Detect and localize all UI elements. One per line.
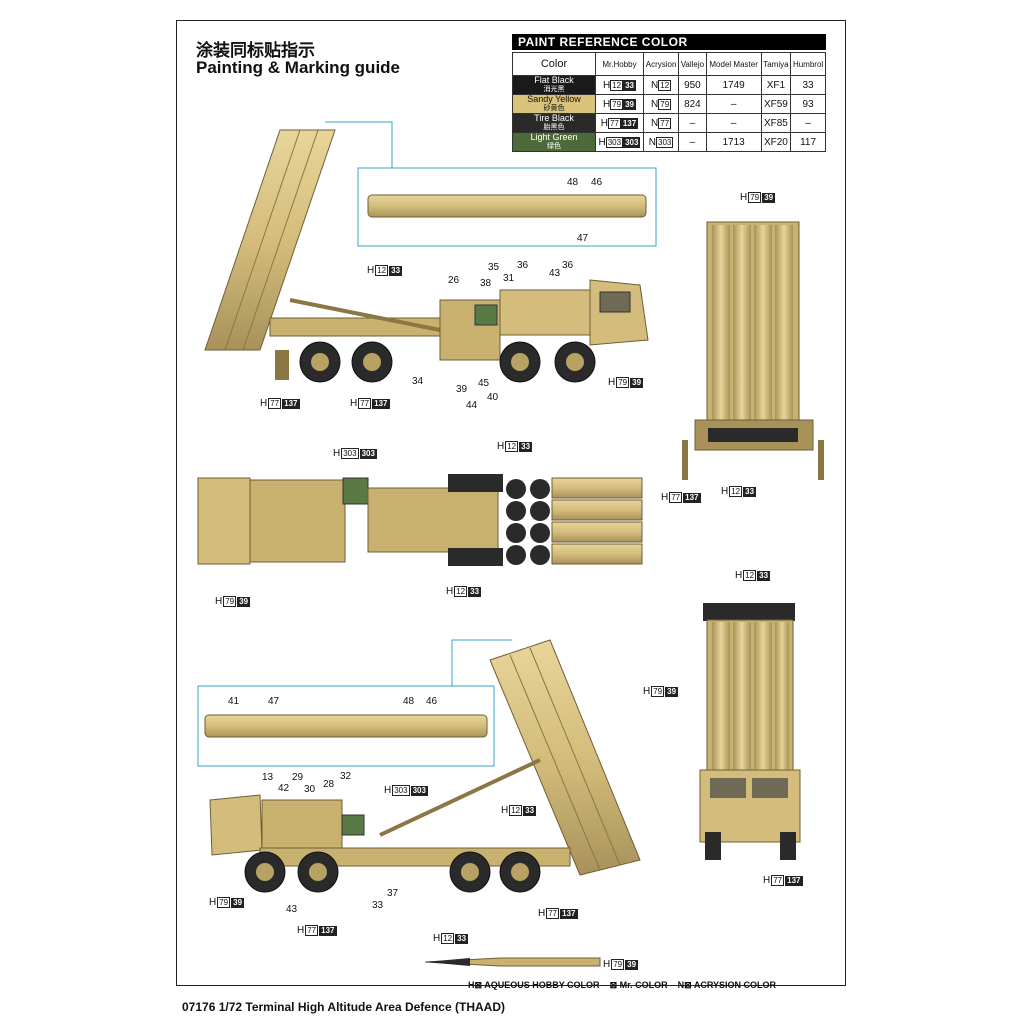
col-header: Model Master	[705, 52, 762, 76]
plan-view	[197, 474, 643, 566]
callout-number: 36	[562, 260, 574, 271]
vallejo-cell: 824	[678, 94, 707, 114]
callout-number: 44	[466, 400, 478, 411]
rear-view-top	[682, 221, 824, 480]
callout-number: 43	[286, 904, 298, 915]
callout-number: 33	[372, 900, 384, 911]
callout-number: 48	[403, 696, 415, 707]
callout-number: 28	[323, 779, 335, 790]
front-view-bottom	[699, 603, 801, 860]
tamiya-cell: XF20	[760, 132, 792, 152]
page-frame	[176, 20, 846, 986]
callout-number: 36	[517, 260, 529, 271]
callout-number: 34	[412, 376, 424, 387]
humbrol-cell: 117	[790, 132, 826, 152]
callout-number: 43	[549, 268, 561, 279]
callout-number: 42	[278, 783, 290, 794]
callout-number: 26	[448, 275, 460, 286]
callout-number: 29	[292, 772, 304, 783]
footer-title: 07176 1/72 Terminal High Altitude Area D…	[182, 1000, 505, 1014]
col-header: Humbrol	[790, 52, 826, 76]
missile-illustration	[424, 957, 601, 967]
paint-reference-table: Color Mr.Hobby Acrysion Vallejo Model Ma…	[512, 52, 826, 152]
detail-box-top	[357, 167, 657, 247]
callout-number: 47	[268, 696, 280, 707]
callout-number: 45	[478, 378, 490, 389]
missile-tube-detail	[204, 714, 488, 738]
callout-number: 39	[456, 384, 468, 395]
paint-reference-heading: PAINT REFERENCE COLOR	[512, 34, 826, 50]
callout-number: 46	[591, 177, 603, 188]
callout-number: 13	[262, 772, 274, 783]
callout-number: 37	[387, 888, 399, 899]
callout-number: 30	[304, 784, 316, 795]
callout-number: 32	[340, 771, 352, 782]
callout-number: 38	[480, 278, 492, 289]
legend-mr-color: ⊠ Mr. COLOR	[609, 980, 668, 990]
detail-box-bottom	[197, 685, 495, 767]
page-title: Painting & Marking guide	[196, 58, 401, 77]
callout-number: 46	[426, 696, 438, 707]
page-title-cn: 涂装同标贴指示	[196, 41, 315, 60]
callout-number: 35	[488, 262, 500, 273]
callout-number: 31	[503, 273, 515, 284]
color-legend: H⊠ AQUEOUS HOBBY COLOR ⊠ Mr. COLOR N⊠ AC…	[468, 980, 776, 991]
callout-number: 48	[567, 177, 579, 188]
side-view-bottom	[209, 639, 641, 893]
side-view-top	[204, 129, 649, 383]
callout-number: 41	[228, 696, 240, 707]
legend-aqueous: H⊠ AQUEOUS HOBBY COLOR	[468, 980, 600, 990]
missile-tube-detail	[367, 194, 647, 218]
legend-acrysion: N⊠ ACRYSION COLOR	[677, 980, 776, 990]
vallejo-cell: –	[678, 132, 707, 152]
callout-number: 47	[577, 233, 589, 244]
col-header: Color	[512, 52, 596, 76]
callout-number: 40	[487, 392, 499, 403]
